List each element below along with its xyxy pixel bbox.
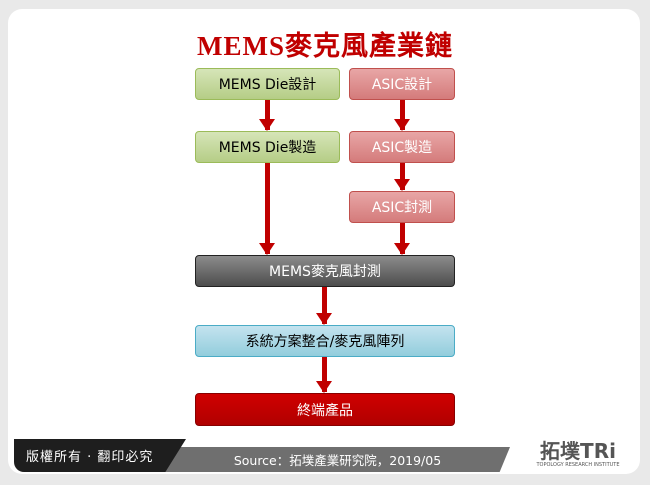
arrow-down-icon — [259, 100, 275, 131]
box-mems-die-design: MEMS Die設計 — [195, 68, 340, 100]
box-system-integration: 系統方案整合/麥克風陣列 — [195, 325, 455, 357]
arrow-down-icon — [316, 357, 332, 393]
tri-logo: 拓墣TRi TOPOLOGY RESEARCH INSTITUTE — [522, 440, 634, 472]
box-asic-design: ASIC設計 — [349, 68, 455, 100]
box-asic-packaging-testing: ASIC封測 — [349, 191, 455, 223]
logo-sub: TOPOLOGY RESEARCH INSTITUTE — [536, 462, 620, 468]
source-note: Source：拓墣產業研究院，2019/05 — [165, 447, 510, 472]
box-end-products: 終端產品 — [195, 393, 455, 426]
arrow-down-icon — [394, 223, 410, 255]
arrow-down-icon — [394, 163, 410, 191]
logo-main: 拓墣TRi — [540, 439, 616, 463]
arrow-down-icon — [394, 100, 410, 131]
box-asic-manufacturing: ASIC製造 — [349, 131, 455, 163]
copyright-label: 版權所有 · 翻印必究 — [14, 439, 186, 472]
arrow-down-icon — [259, 163, 275, 255]
box-mems-die-manufacturing: MEMS Die製造 — [195, 131, 340, 163]
page-title: MEMS麥克風產業鏈 — [197, 31, 453, 61]
box-mems-mic-packaging-testing: MEMS麥克風封測 — [195, 255, 455, 287]
arrow-down-icon — [316, 287, 332, 325]
